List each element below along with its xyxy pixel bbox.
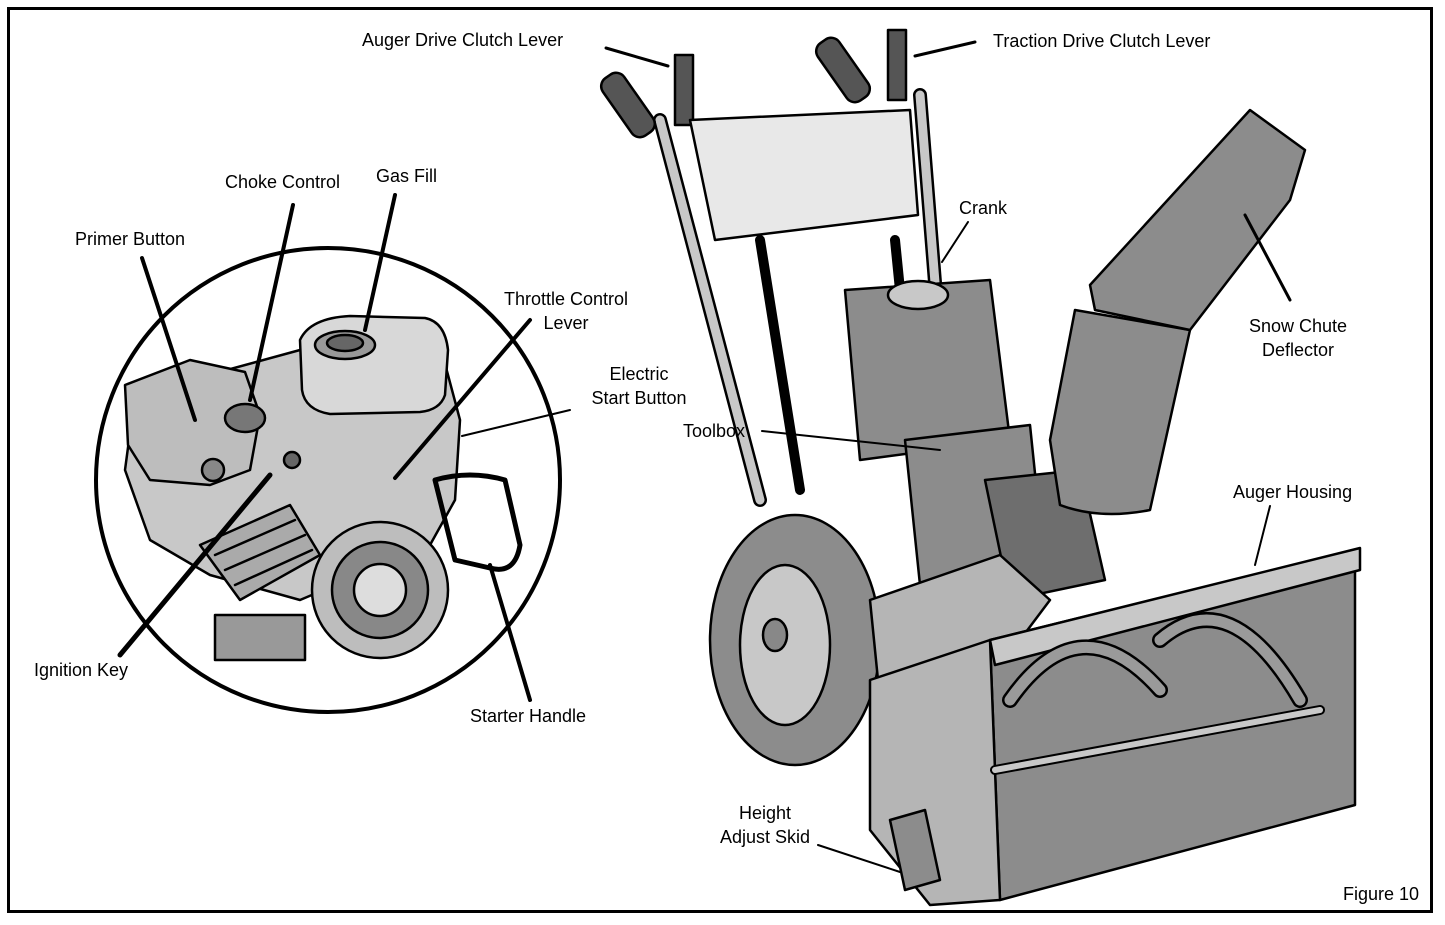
label-skid-line1: Height — [738, 803, 792, 823]
label-auger-drive-clutch-lever: Auger Drive Clutch Lever — [362, 30, 564, 50]
label-electric-line2: Start Button — [591, 388, 687, 408]
figure-number: Figure 10 — [1342, 884, 1419, 904]
label-toolbox: Toolbox — [683, 421, 746, 441]
label-height-adjust-skid: Height Adjust Skid — [705, 801, 825, 849]
figure-frame — [7, 7, 1433, 913]
label-throttle-line2: Lever — [543, 313, 589, 333]
label-traction-drive-clutch-lever: Traction Drive Clutch Lever — [993, 31, 1211, 51]
label-electric-line1: Electric — [609, 364, 669, 384]
label-crank: Crank — [959, 198, 1008, 218]
label-snow-chute-deflector: Snow Chute Deflector — [1233, 314, 1363, 362]
label-electric-start-button: Electric Start Button — [574, 362, 704, 410]
snowblower-machine — [599, 28, 1362, 907]
label-chute-line1: Snow Chute — [1248, 316, 1348, 336]
label-skid-line2: Adjust Skid — [719, 827, 811, 847]
label-ignition-key: Ignition Key — [34, 660, 129, 680]
label-starter-handle: Starter Handle — [470, 706, 587, 726]
label-throttle-control-lever: Throttle Control Lever — [486, 287, 646, 335]
label-gas-fill: Gas Fill — [376, 166, 438, 186]
label-auger-housing: Auger Housing — [1233, 482, 1353, 502]
label-chute-line2: Deflector — [1261, 340, 1335, 360]
label-choke-control: Choke Control — [225, 172, 341, 192]
engine-detail-inset — [94, 193, 571, 714]
label-primer-button: Primer Button — [75, 229, 186, 249]
label-throttle-line1: Throttle Control — [503, 289, 629, 309]
